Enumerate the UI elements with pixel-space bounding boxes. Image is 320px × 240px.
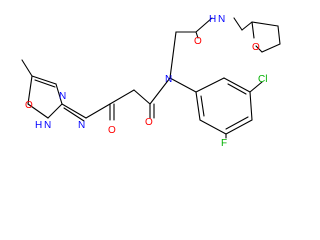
central-n-label: N: [165, 74, 172, 85]
amide-o-label: O: [108, 125, 116, 136]
amide3-o-label: O: [194, 36, 202, 47]
benzene-double-bond: [225, 116, 249, 130]
benzene-bond: [195, 77, 225, 93]
chain-bond: [233, 17, 243, 31]
chain-bond: [169, 31, 177, 79]
benzene-double-bond: [200, 95, 205, 117]
chlorine-label: Cl: [258, 74, 267, 85]
amide3-n-label: N: [218, 14, 225, 25]
isoxazole-n-label: N: [59, 91, 66, 102]
amide3-h-label: H: [209, 14, 216, 25]
carbonyl-bond: [195, 31, 199, 39]
ring-bond: [55, 83, 63, 105]
bond-set: [21, 17, 281, 139]
fluorine-label: F: [221, 138, 227, 148]
isoxazole-nh-h-label: H: [35, 120, 42, 131]
ring-bond: [27, 103, 49, 119]
thf-ring-bond: [261, 43, 281, 53]
ring-double-bond: [34, 79, 56, 88]
amide-n-label: N: [78, 120, 85, 131]
isoxazole-nh-n-label: N: [44, 120, 51, 131]
imine-bond: [61, 103, 87, 119]
benzene-bond: [249, 91, 253, 121]
thf-ring-bond: [251, 21, 279, 27]
isoxazole-o-label: O: [25, 100, 33, 111]
amide-bond: [85, 103, 111, 119]
chain-bond: [109, 89, 135, 105]
ring-bond: [27, 75, 33, 105]
ring-bond: [47, 103, 63, 119]
amide-bond: [195, 17, 213, 33]
imine-double-bond: [63, 107, 85, 122]
ring-bond: [31, 75, 57, 85]
atom-label-set: N O H N N O O N O H N O Cl F: [25, 14, 267, 148]
ketone-o-label: O: [145, 117, 153, 128]
thf-ring-bond: [277, 25, 281, 45]
chain-bond: [241, 21, 253, 31]
benzene-bond: [223, 77, 251, 93]
benzene-bond: [199, 119, 227, 135]
thf-o-label: O: [252, 42, 260, 53]
amide-bond: [149, 77, 171, 105]
thf-ring-bond: [255, 45, 263, 53]
molecule-structure: N O H N N O O N O H N O Cl F: [21, 14, 281, 148]
chain-bond: [133, 89, 151, 105]
benzene-bond: [195, 91, 201, 121]
benzene-bond: [225, 119, 253, 135]
chloro-bond: [249, 81, 263, 93]
benzene-double-bond: [227, 83, 247, 95]
methyl-bond: [21, 59, 33, 77]
aryl-bond: [169, 77, 197, 93]
molecule-diagram: N O H N N O O N O H N O Cl F: [21, 14, 281, 148]
thf-ring-bond: [251, 21, 255, 39]
